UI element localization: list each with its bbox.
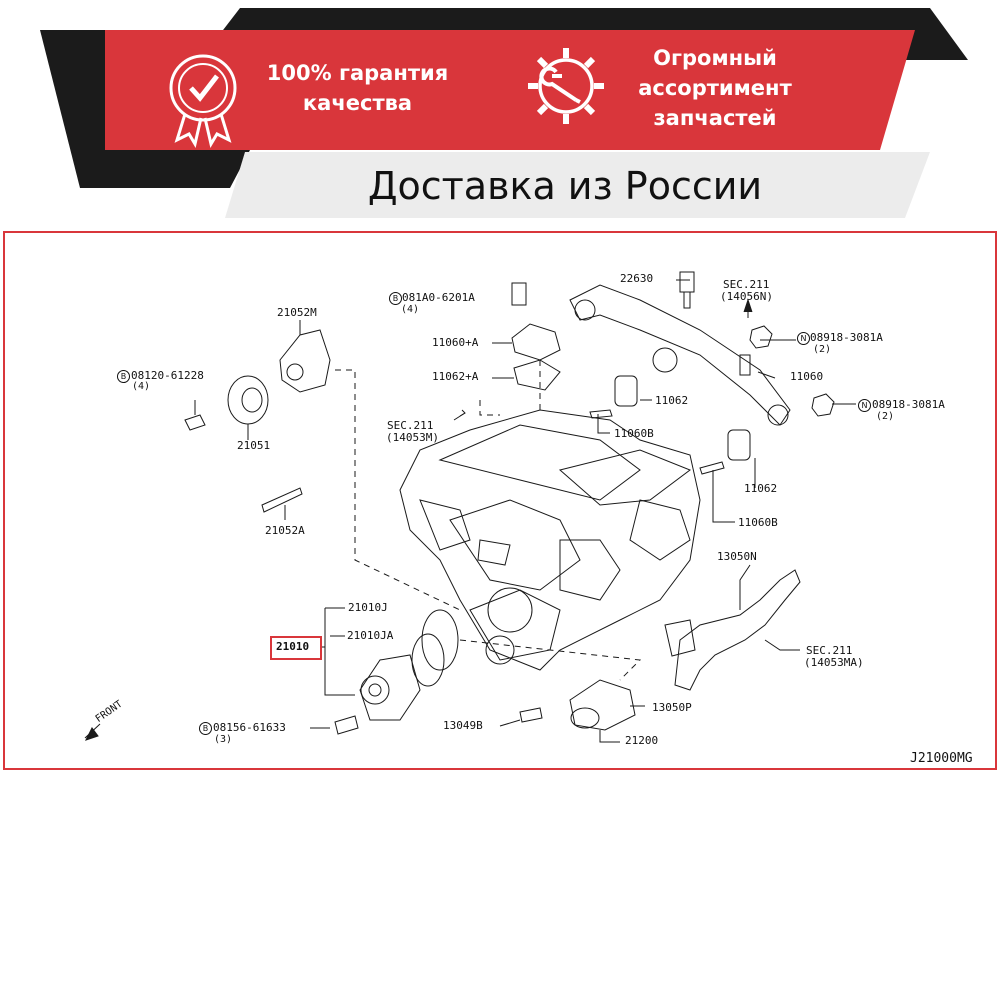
label-21010: 21010 [276,640,310,653]
label-21052a: 21052A [265,524,305,537]
label-08156: 08156-61633 [213,721,286,734]
delivery-text: Доставка из России [367,164,763,208]
label-21010ja: 21010JA [347,629,394,642]
engine-block-drawing [399,409,701,671]
label-11062-top: 11062 [655,394,689,407]
label-11060a: 11060+A [432,336,479,349]
bolt-mark-08156: B [199,722,212,735]
label-11062a: 11062+A [432,370,479,383]
highlighted-part-box [270,636,322,660]
bolt-mark-08120: B [117,370,130,383]
banner-red-band [105,30,915,150]
water-outlet-drawing [519,679,636,731]
assortment-text: Огромный ассортимент запчастей [638,46,792,130]
label-081a0: 081A0-6201A [402,291,475,304]
quality-seal-icon [169,54,237,148]
qty-08156: (3) [214,734,233,745]
label-sec211-n-ref: (14056N) [720,290,773,303]
label-21200: 21200 [625,734,659,747]
qty-08918-mid: (2) [876,411,895,422]
label-sec211-n: SEC.211 [723,278,770,291]
label-11062-low: 11062 [744,482,778,495]
label-11060b-low: 11060B [738,516,778,529]
qty-081a0: (4) [401,304,420,315]
gaskets-drawing [589,375,751,475]
qty-08120: (4) [132,381,151,392]
water-pump-drawing [334,609,459,735]
label-sec211-ma-ref: (14053MA) [804,656,864,669]
bolt-mark-081a0: B [389,292,402,305]
label-13049b: 13049B [443,719,483,732]
label-08120: 08120-61228 [131,369,204,382]
label-21052m: 21052M [277,306,317,319]
label-sec211-m: SEC.211 [387,419,434,432]
leader-lines [84,279,856,743]
promo-banner [40,8,968,218]
banner-light-band [225,152,930,218]
front-arrow-icon [85,727,99,741]
wrench-gear-icon [528,48,604,124]
nut-mark-mid: N [858,399,871,412]
banner-left-shadow [40,30,105,188]
pipe-13050n-drawing [664,569,801,691]
water-pipe-upper [569,284,791,426]
cover-11060a-drawing [511,282,561,391]
label-21051: 21051 [237,439,271,452]
label-11060b-top: 11060B [614,427,654,440]
parts-diagram-frame [3,231,997,770]
banner-bottom-dark [80,150,250,188]
label-sec211-ma: SEC.211 [806,644,853,657]
quality-guarantee-text: 100% гарантия качества [266,61,449,115]
nuts-drawing [739,325,835,417]
label-13050p: 13050P [652,701,692,714]
label-13050n: 13050N [717,550,757,563]
diagram-id: J21000MG [910,751,973,766]
dashed-leaders [335,360,642,681]
label-sec211-m-ref: (14053M) [386,431,439,444]
label-11060: 11060 [790,370,824,383]
qty-08918-top: (2) [813,344,832,355]
label-08918-top: 08918-3081A [810,331,883,344]
label-08918-mid: 08918-3081A [872,398,945,411]
tensioner-pulley-drawing [184,329,331,513]
label-22630: 22630 [620,272,654,285]
label-21010j: 21010J [348,601,388,614]
sensor-22630-drawing [679,271,695,309]
nut-mark-top: N [797,332,810,345]
